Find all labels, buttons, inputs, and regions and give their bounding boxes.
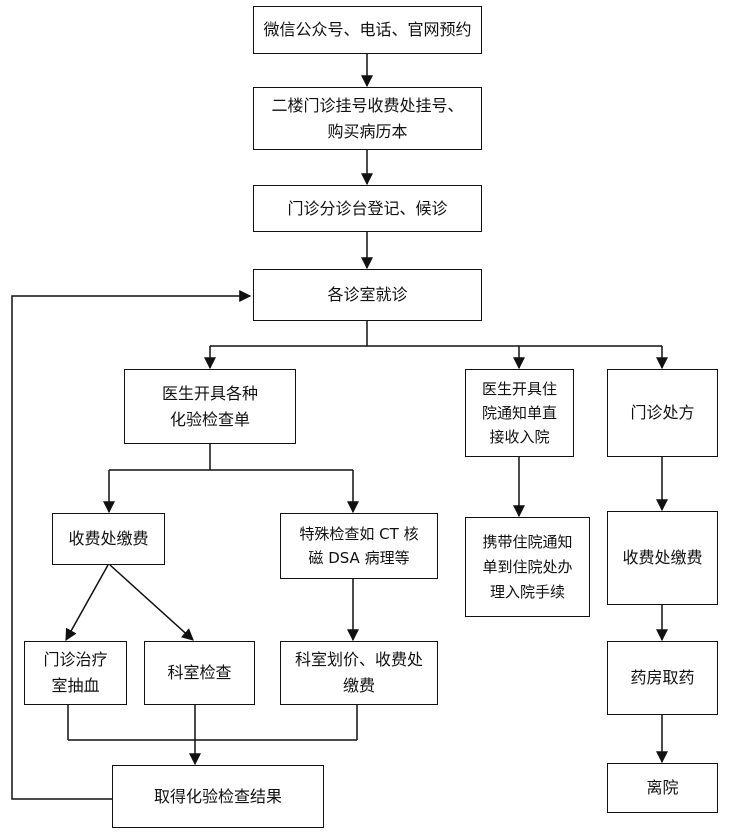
step-payment-prescription: 收费处缴费 <box>607 511 718 605</box>
step-consultation: 各诊室就诊 <box>253 269 482 321</box>
step-special-exam: 特殊检查如 CT 核 磁 DSA 病理等 <box>280 513 438 579</box>
step-payment-lab: 收费处缴费 <box>52 513 165 565</box>
step-triage: 门诊分诊台登记、候诊 <box>253 185 482 232</box>
step-pharmacy: 药房取药 <box>607 641 718 715</box>
feedback-loop-results-to-consult <box>11 290 252 800</box>
step-department-exam: 科室检查 <box>144 641 255 705</box>
step-admission-procedure: 携带住院通知 单到住院处办 理入院手续 <box>465 517 590 617</box>
step-appointment: 微信公众号、电话、官网预约 <box>253 6 482 54</box>
step-blood-draw: 门诊治疗 室抽血 <box>24 641 127 705</box>
step-admission-notice: 医生开具住 院通知单直 接收入院 <box>465 369 574 457</box>
arrow-pay1-blood <box>65 564 109 642</box>
step-lab-order: 医生开具各种 化验检查单 <box>124 369 296 444</box>
step-department-pricing: 科室划价、收费处 缴费 <box>280 641 438 705</box>
step-registration: 二楼门诊挂号收费处挂号、 购买病历本 <box>253 87 482 150</box>
step-results: 取得化验检查结果 <box>112 765 324 828</box>
arrow-pay1-dept <box>109 564 194 641</box>
step-leave-hospital: 离院 <box>607 763 718 813</box>
step-prescription: 门诊处方 <box>607 369 718 457</box>
